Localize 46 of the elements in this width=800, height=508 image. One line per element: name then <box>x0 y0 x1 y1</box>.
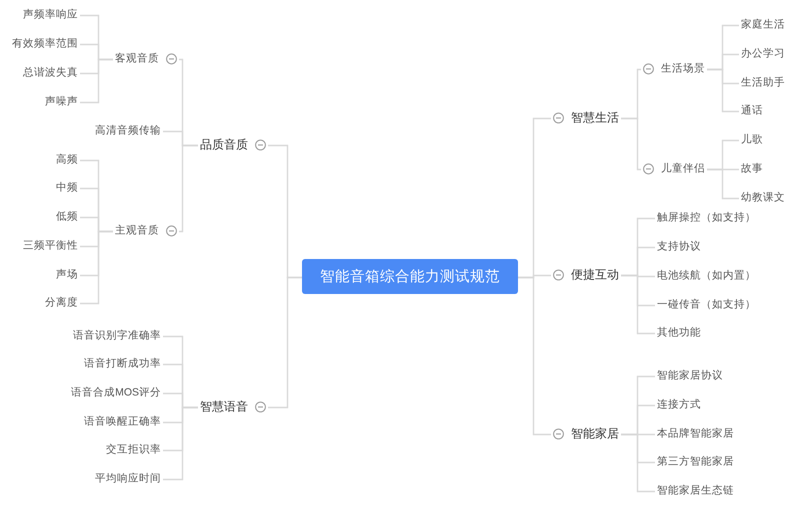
topic-text: 智慧语音 <box>200 400 248 414</box>
topic-text: 三频平衡性 <box>21 239 80 253</box>
topic-text: 其他功能 <box>655 326 703 340</box>
topic-text: 总谐波失真 <box>21 66 80 80</box>
topic-text: 平均响应时间 <box>93 472 163 486</box>
topic-text: 生活场景 <box>661 62 705 76</box>
topic-text: 家庭生活 <box>739 18 787 32</box>
topic-text: 交互拒识率 <box>104 443 163 457</box>
topic-text: 幼教课文 <box>739 191 787 205</box>
topic-text: 故事 <box>739 162 765 176</box>
topic-text: 智能家居 <box>571 426 619 442</box>
topic-text: 高清音频传输 <box>93 124 163 138</box>
topic-text: 中频 <box>54 181 80 195</box>
topic-text: 客观音质 <box>115 52 159 66</box>
topic-text: 便捷互动 <box>571 268 619 282</box>
topic-text: 一碰传音（如支持） <box>655 298 758 312</box>
topic-text: 触屏操控（如支持） <box>655 211 758 225</box>
topic-text: 本品牌智能家居 <box>655 427 736 441</box>
topic-text: 高频 <box>54 153 80 167</box>
topic-text: 声场 <box>54 268 80 282</box>
topic-text: 语音打断成功率 <box>82 357 163 371</box>
topic-text: 声频率响应 <box>21 8 80 22</box>
topic-text: 低频 <box>54 210 80 224</box>
topic-text: 儿童伴侣 <box>661 162 705 176</box>
topic-text: 主观音质 <box>115 224 159 238</box>
connector-line <box>621 118 641 170</box>
root-topic-box: 智能音箱综合能力测试规范 <box>302 259 518 294</box>
topic-text: 智能家居生态链 <box>655 484 736 498</box>
topic-text: 语音合成MOS评分 <box>69 386 163 400</box>
topic-text: 儿歌 <box>739 133 765 147</box>
topic-text: 支持协议 <box>655 240 703 254</box>
topic-text: 分离度 <box>43 296 80 310</box>
topic-text: 智能家居协议 <box>655 369 725 383</box>
topic-text: 语音识别字准确率 <box>71 329 163 343</box>
connector-line <box>268 276 302 408</box>
topic-text: 智慧生活 <box>571 110 619 126</box>
topic-text: 电池续航（如内置） <box>655 269 758 283</box>
topic-text: 有效频率范围 <box>10 37 80 51</box>
topic-text: 通话 <box>739 104 765 118</box>
topic-text: 办公学习 <box>739 47 787 61</box>
topic-text: 声噪声 <box>43 95 80 109</box>
topic-text: 品质音质 <box>200 138 248 152</box>
topic-text: 生活助手 <box>739 76 787 90</box>
topic-text: 连接方式 <box>655 398 703 412</box>
topic-text: 语音唤醒正确率 <box>82 415 163 429</box>
topic-text: 第三方智能家居 <box>655 455 736 469</box>
